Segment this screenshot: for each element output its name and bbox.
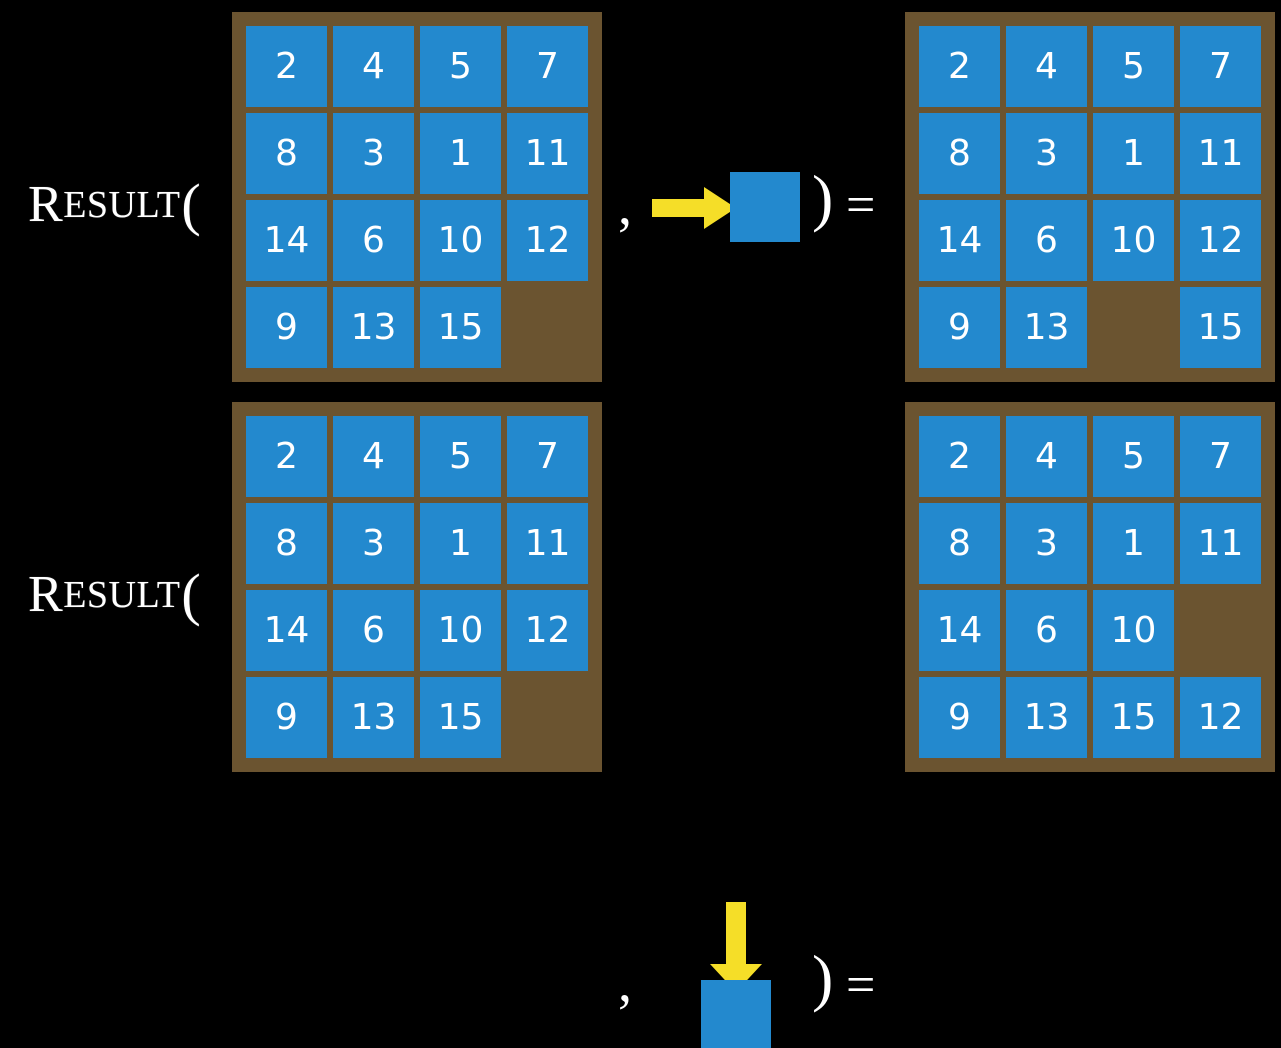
result-label-rest-2: ESULT: [63, 574, 181, 616]
tile[interactable]: 12: [507, 590, 588, 671]
tile[interactable]: 1: [1093, 113, 1174, 194]
blank-tile-illustration-2: [701, 980, 771, 1048]
tile[interactable]: 13: [1006, 677, 1087, 758]
tile[interactable]: 4: [333, 416, 414, 497]
result-label-rest-1: ESULT: [63, 184, 181, 226]
tile[interactable]: 11: [507, 113, 588, 194]
tile[interactable]: 12: [507, 200, 588, 281]
result-label-cap-2: R: [28, 566, 64, 623]
tile[interactable]: 2: [246, 26, 327, 107]
tile[interactable]: 3: [333, 113, 414, 194]
tile[interactable]: 7: [1180, 26, 1261, 107]
equals-sign-1: =: [846, 177, 876, 234]
blank-tile: [507, 677, 588, 758]
blank-tile-illustration-1: [730, 172, 800, 242]
tile[interactable]: 7: [507, 26, 588, 107]
tile[interactable]: 4: [333, 26, 414, 107]
tile[interactable]: 15: [1093, 677, 1174, 758]
tile[interactable]: 5: [1093, 416, 1174, 497]
tile[interactable]: 9: [919, 677, 1000, 758]
tile[interactable]: 13: [333, 287, 414, 368]
tile[interactable]: 14: [246, 200, 327, 281]
tile[interactable]: 8: [919, 503, 1000, 584]
tile[interactable]: 12: [1180, 677, 1261, 758]
equals-sign-2: =: [846, 957, 876, 1014]
tile[interactable]: 1: [420, 113, 501, 194]
output-puzzle-grid-2: 2 4 5 7 8 3 1 11 14 6 10 9 13 15 12: [905, 402, 1275, 772]
tile[interactable]: 10: [420, 200, 501, 281]
tile[interactable]: 3: [1006, 503, 1087, 584]
tile[interactable]: 15: [420, 287, 501, 368]
tile[interactable]: 5: [420, 26, 501, 107]
tile[interactable]: 3: [1006, 113, 1087, 194]
tile[interactable]: 4: [1006, 26, 1087, 107]
tile[interactable]: 4: [1006, 416, 1087, 497]
comma-separator-1: ,: [618, 175, 632, 237]
tile[interactable]: 14: [246, 590, 327, 671]
input-puzzle-grid-2: 2 4 5 7 8 3 1 11 14 6 10 12 9 13 15: [232, 402, 602, 772]
result-label-cap-1: R: [28, 176, 64, 233]
arrow-right-icon: [652, 187, 736, 229]
tile[interactable]: 10: [420, 590, 501, 671]
tile[interactable]: 1: [420, 503, 501, 584]
blank-tile: [507, 287, 588, 368]
close-paren-1: ): [812, 162, 834, 233]
tile[interactable]: 10: [1093, 590, 1174, 671]
tile[interactable]: 14: [919, 200, 1000, 281]
tile[interactable]: 6: [1006, 590, 1087, 671]
tile[interactable]: 9: [246, 677, 327, 758]
tile[interactable]: 2: [246, 416, 327, 497]
tile[interactable]: 8: [246, 113, 327, 194]
tile[interactable]: 10: [1093, 200, 1174, 281]
tile[interactable]: 5: [1093, 26, 1174, 107]
blank-tile: [1180, 590, 1261, 671]
output-puzzle-grid-1: 2 4 5 7 8 3 1 11 14 6 10 12 9 13 15: [905, 12, 1275, 382]
tile[interactable]: 1: [1093, 503, 1174, 584]
input-puzzle-grid-1: 2 4 5 7 8 3 1 11 14 6 10 12 9 13 15: [232, 12, 602, 382]
blank-tile: [1093, 287, 1174, 368]
tile[interactable]: 6: [333, 590, 414, 671]
tile[interactable]: 8: [246, 503, 327, 584]
open-paren-2: (: [181, 562, 201, 627]
tile[interactable]: 14: [919, 590, 1000, 671]
tile[interactable]: 13: [1006, 287, 1087, 368]
tile[interactable]: 11: [1180, 113, 1261, 194]
tile[interactable]: 2: [919, 26, 1000, 107]
tile[interactable]: 9: [246, 287, 327, 368]
tile[interactable]: 6: [1006, 200, 1087, 281]
tile[interactable]: 7: [1180, 416, 1261, 497]
tile[interactable]: 5: [420, 416, 501, 497]
open-paren-1: (: [181, 172, 201, 237]
tile[interactable]: 15: [420, 677, 501, 758]
tile[interactable]: 8: [919, 113, 1000, 194]
tile[interactable]: 11: [1180, 503, 1261, 584]
tile[interactable]: 11: [507, 503, 588, 584]
close-paren-2: ): [812, 942, 834, 1013]
tile[interactable]: 13: [333, 677, 414, 758]
tile[interactable]: 3: [333, 503, 414, 584]
tile[interactable]: 15: [1180, 287, 1261, 368]
tile[interactable]: 9: [919, 287, 1000, 368]
tile[interactable]: 2: [919, 416, 1000, 497]
comma-separator-2: ,: [618, 952, 632, 1014]
tile[interactable]: 7: [507, 416, 588, 497]
tile[interactable]: 12: [1180, 200, 1261, 281]
tile[interactable]: 6: [333, 200, 414, 281]
